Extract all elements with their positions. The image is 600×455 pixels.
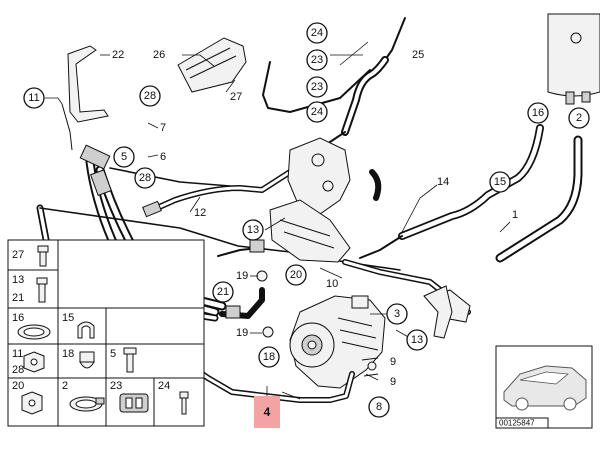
svg-text:28: 28: [144, 90, 156, 102]
svg-text:24: 24: [311, 106, 323, 118]
bolt-icon-2: [36, 277, 48, 303]
svg-text:28: 28: [139, 172, 151, 184]
hose-clamp-icon: [69, 396, 105, 412]
svg-text:4: 4: [264, 405, 271, 419]
svg-text:23: 23: [311, 54, 323, 66]
return-hose-1: [495, 135, 583, 263]
svg-text:13: 13: [247, 224, 259, 236]
callout-15: 15: [489, 171, 511, 193]
svg-text:19: 19: [236, 270, 248, 282]
callout-13-left: 13: [242, 219, 264, 241]
legend-13: 13: [12, 274, 24, 286]
vehicle-thumbnail: 00125847: [495, 345, 593, 429]
bolt-icon-3: [123, 347, 137, 373]
pipe-14: [359, 235, 403, 259]
label-19-bottom: 19: [236, 327, 248, 339]
label-10: 10: [326, 278, 338, 290]
power-steering-pump: [289, 295, 386, 389]
callout-5: 5: [113, 146, 135, 168]
callout-20: 20: [285, 264, 307, 286]
svg-text:5: 5: [121, 151, 127, 163]
svg-text:21: 21: [217, 286, 229, 298]
fluid-reservoir: [547, 13, 600, 105]
label-22: 22: [112, 49, 124, 61]
bolt-icon: [37, 245, 49, 267]
svg-text:11: 11: [28, 92, 39, 104]
clip-icon: [77, 321, 95, 339]
bracket-3: [423, 285, 453, 339]
label-6: 6: [160, 151, 166, 163]
clamp-icon: [17, 324, 51, 340]
bracket-22: [61, 45, 109, 151]
nut-icon: [23, 351, 45, 373]
callout-3: 3: [386, 303, 408, 325]
svg-text:13: 13: [411, 334, 423, 346]
label-7: 7: [160, 122, 166, 134]
callout-21: 21: [212, 281, 234, 303]
heat-shield-26: [177, 37, 247, 93]
callout-18: 18: [258, 346, 280, 368]
pressure-line-25: [262, 17, 406, 151]
cap-nut-icon: [79, 351, 95, 369]
svg-text:15: 15: [494, 176, 506, 188]
hose-16: [398, 124, 544, 240]
grommet-icon: [119, 393, 149, 413]
callout-11: 11: [23, 87, 45, 109]
legend-21: 21: [12, 292, 24, 304]
label-9b: 9: [390, 376, 396, 388]
callout-23-mid: 23: [306, 76, 328, 98]
label-26: 26: [153, 49, 165, 61]
pipe-12: [142, 169, 293, 218]
callout-28-top: 28: [139, 85, 161, 107]
callout-16: 16: [527, 102, 549, 124]
legend-11: 11: [12, 348, 23, 360]
svg-text:24: 24: [311, 27, 323, 39]
callout-8: 8: [368, 396, 390, 418]
callout-13-right: 13: [406, 329, 428, 351]
svg-text:8: 8: [376, 401, 382, 413]
parts-legend: 27 13 21 16 15 11 28 18: [7, 239, 205, 427]
callout-24-mid: 24: [306, 101, 328, 123]
thumbnail-code: 00125847: [499, 419, 535, 428]
stud-icon: [179, 391, 189, 415]
legend-20: 20: [12, 380, 24, 392]
legend-27: 27: [12, 249, 24, 261]
callout-28-bottom: 28: [134, 167, 156, 189]
nut-icon-2: [21, 391, 43, 415]
label-14: 14: [437, 176, 449, 188]
svg-text:19: 19: [236, 327, 248, 339]
clamp-9: [361, 357, 379, 377]
legend-5: 5: [110, 348, 116, 360]
svg-text:20: 20: [290, 269, 302, 281]
legend-23: 23: [110, 380, 122, 392]
legend-16: 16: [12, 312, 24, 324]
svg-text:2: 2: [576, 112, 582, 124]
callout-23-top: 23: [306, 49, 328, 71]
pump-mount: [269, 137, 382, 263]
legend-2: 2: [62, 380, 68, 392]
label-1: 1: [512, 209, 518, 221]
legend-8: 18: [62, 348, 74, 360]
label-27: 27: [230, 91, 242, 103]
label-19-top: 19: [236, 270, 248, 282]
callout-2: 2: [568, 107, 590, 129]
banjo-fittings: [217, 239, 274, 338]
legend-28: 28: [12, 364, 24, 376]
svg-text:3: 3: [394, 308, 400, 320]
svg-text:23: 23: [311, 81, 323, 93]
svg-text:18: 18: [263, 351, 275, 363]
legend-15: 15: [62, 312, 74, 324]
callout-24-top: 24: [306, 22, 328, 44]
label-12: 12: [194, 207, 206, 219]
legend-24: 24: [158, 380, 170, 392]
label-25: 25: [412, 49, 424, 61]
car-silhouette-icon: [503, 365, 587, 411]
svg-text:16: 16: [532, 107, 544, 119]
label-9a: 9: [390, 356, 396, 368]
highlight-label-4[interactable]: 4: [254, 386, 280, 428]
